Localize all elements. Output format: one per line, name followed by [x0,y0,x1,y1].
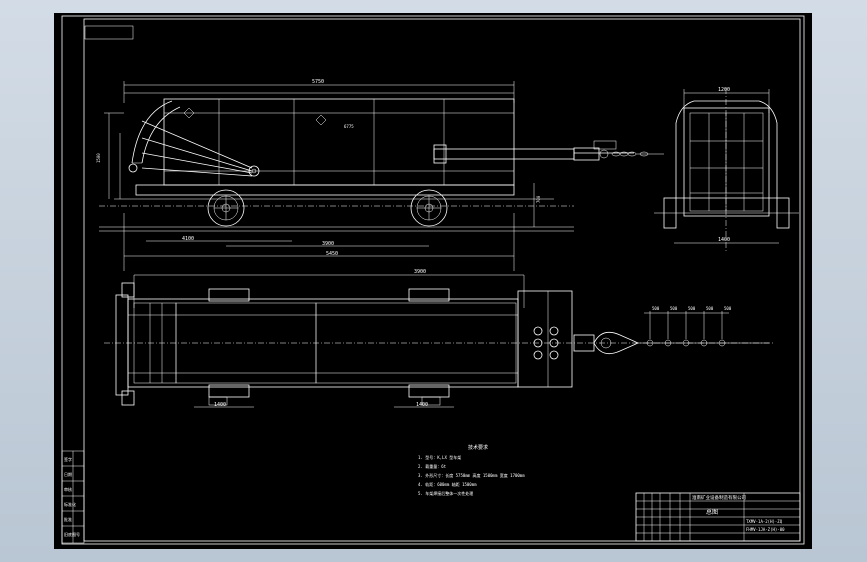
svg-text:700: 700 [536,195,541,203]
dim-plan-bottom-mid: 1400 [416,402,428,408]
strip-label-5: 旧底图号 [64,531,80,537]
dim-side-bottom-1: 4100 [182,236,194,242]
strip-label-4: 批准 [64,516,72,522]
tech-heading: 技术要求 [468,444,488,451]
tech-line-3: 4. 轨距：600mm 轴距 1500mm [418,481,477,487]
plan-view: 3900 [104,269,774,408]
strip-label-3: 标准化 [64,501,76,507]
dim-side-bottom-2: 3900 [322,241,334,247]
dim-top-overall: 5750 [312,79,324,85]
chain-dim-4: 500 [724,306,732,311]
title-company: 淮南矿业设备制造有限公司 [692,494,746,501]
title-block: 淮南矿业设备制造有限公司 总图 TXMV-1A-2(H)-ZQ FHMV-1JA… [635,492,801,542]
chain-dim-1: 500 [670,306,678,311]
dim-plan-bottom-left: 1400 [214,402,226,408]
chain-dim-3: 500 [706,306,714,311]
chain-dim-2: 500 [688,306,696,311]
title-model-code: TXMV-1A-2(H)-ZQ [746,519,783,524]
tech-line-1: 2. 载重量：6t [418,463,447,469]
dim-front-top: 1200 [718,87,730,93]
tech-line-0: 1. 型号：K,LX 型车架 [418,454,461,460]
front-view: 1200 1400 [654,87,799,253]
dim-front-bottom: 1400 [718,237,730,243]
chain-dim-0: 500 [652,306,660,311]
inner-frame [83,18,801,542]
side-strip: 签字 日期 审核 标准化 批准 旧底图号 [61,450,85,544]
svg-text:1500: 1500 [96,153,101,163]
cad-drawing-viewport[interactable]: 签字 日期 审核 标准化 批准 旧底图号 5750 6775 [54,13,812,549]
title-drawing-no: FHMV-1JA-Z(H)-00 [746,527,785,532]
tech-line-4: 5. 车架焊接后整体一次性处理 [418,490,473,496]
strip-label-1: 日期 [64,471,72,477]
strip-label-0: 签字 [64,456,72,462]
dim-plan-top: 3900 [414,269,426,275]
dim-side-bottom-3: 5450 [326,251,338,257]
outer-frame [61,15,805,545]
side-view: 5750 6775 [96,79,664,271]
strip-label-2: 审核 [64,486,72,492]
title-drawing-name: 总图 [706,508,718,516]
tech-requirements: 技术要求 1. 型号：K,LX 型车架 2. 载重量：6t 3. 外形尺寸：长度… [418,444,525,496]
tech-line-2: 3. 外形尺寸：长度 5750mm 高度 1500mm 宽度 1700mm [418,472,525,478]
svg-text:6775: 6775 [344,124,354,129]
drawing-canvas: 签字 日期 审核 标准化 批准 旧底图号 5750 6775 [61,15,805,545]
corner-label-box [84,25,134,40]
